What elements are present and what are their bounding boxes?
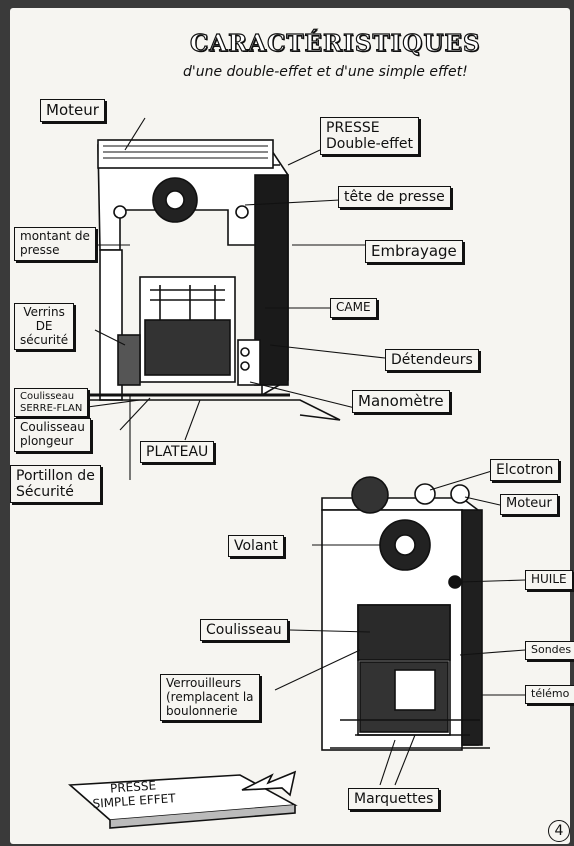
label-tete-de-presse: tête de presse bbox=[338, 186, 451, 208]
label-verrins-securite: Verrins DE sécurité bbox=[14, 303, 74, 350]
label-verrouilleurs: Verrouilleurs (remplacent la boulonnerie bbox=[160, 674, 260, 721]
label-sondes: Sondes bbox=[525, 641, 574, 660]
label-plateau: PLATEAU bbox=[140, 441, 214, 463]
label-telemo: télémo bbox=[525, 685, 574, 704]
label-moteur-bottom: Moteur bbox=[500, 494, 558, 515]
label-presse-simple-effet: PRESSE SIMPLE EFFET bbox=[91, 777, 176, 812]
single-effect-press-drawing bbox=[322, 477, 490, 750]
label-portillon-de-securite: Portillon de Sécurité bbox=[10, 465, 101, 503]
label-volant: Volant bbox=[228, 535, 284, 557]
label-moteur-top: Moteur bbox=[40, 99, 105, 122]
label-montant-de-presse: montant de presse bbox=[14, 227, 96, 261]
label-elcotron: Elcotron bbox=[490, 459, 559, 481]
double-effect-press-drawing bbox=[80, 140, 340, 420]
label-marquettes: Marquettes bbox=[348, 788, 439, 810]
label-detendeurs: Détendeurs bbox=[385, 349, 479, 371]
label-manometre: Manomètre bbox=[352, 390, 450, 413]
label-presse-double-effet: PRESSE Double-effet bbox=[320, 117, 419, 155]
label-coulisseau-plongeur: Coulisseau plongeur bbox=[14, 418, 91, 452]
page-number: 4 bbox=[548, 820, 570, 842]
label-huile: HUILE bbox=[525, 570, 573, 590]
label-coulisseau: Coulisseau bbox=[200, 619, 288, 641]
page-subtitle: d'une double-effet et d'une simple effet… bbox=[183, 64, 468, 80]
label-embrayage: Embrayage bbox=[365, 240, 463, 263]
label-coulisseau-serre-flan: Coulisseau SERRE-FLAN bbox=[14, 388, 88, 417]
page-title: CARACTÉRISTIQUES bbox=[190, 30, 481, 57]
label-came: CAME bbox=[330, 298, 377, 318]
